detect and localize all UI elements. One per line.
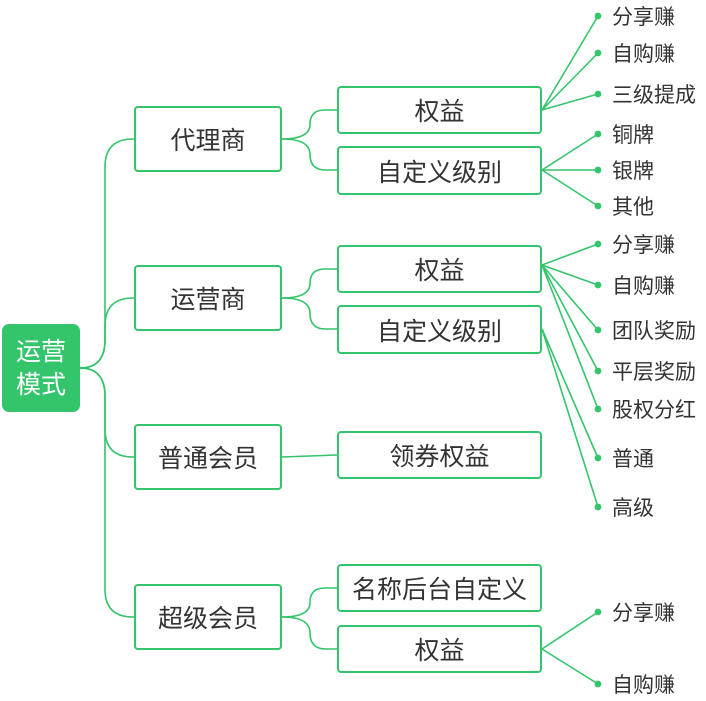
node-regular-member: 普通会员 [134, 424, 282, 490]
l1-connector-1-0 [281, 268, 337, 299]
leaf-super-share-earn: 分享赚 [612, 601, 675, 625]
leaf-dot-dl-zdy-0 [594, 130, 602, 138]
leaf-other: 其他 [612, 195, 654, 219]
leaf-dot-yy-zdy-0 [594, 454, 602, 462]
leaf-flat-reward: 平层奖励 [612, 360, 696, 384]
root-connector-1 [79, 297, 134, 369]
leaf-connector-cj-qy-0 [541, 611, 599, 650]
leaf-normal: 普通 [612, 447, 654, 471]
leaf-agent-share-earn: 分享赚 [612, 5, 675, 29]
root-connector-0 [79, 138, 134, 369]
leaf-connector-yy-qy-3 [541, 264, 599, 372]
leaf-connector-yy-qy-0 [541, 243, 599, 266]
leaf-connector-dl-qy-1 [541, 52, 599, 111]
leaf-dot-dl-qy-1 [594, 49, 602, 57]
leaf-connector-dl-qy-2 [541, 93, 599, 111]
leaf-connector-dl-zdy-0 [541, 133, 599, 171]
leaf-team-reward: 团队奖励 [612, 319, 696, 343]
leaf-bronze: 铜牌 [612, 123, 654, 147]
l1-connector-0-1 [281, 138, 337, 171]
leaf-connector-yy-qy-4 [541, 264, 599, 410]
leaf-super-self-buy-earn: 自购赚 [612, 673, 675, 697]
l1-connector-2-0 [281, 454, 338, 458]
l1-connector-1-1 [281, 297, 337, 330]
l1-connector-3-0 [281, 587, 337, 618]
leaf-connector-cj-qy-1 [541, 648, 599, 685]
l1-connector-0-0 [281, 109, 337, 140]
node-operator: 运营商 [134, 265, 282, 331]
node-super-benefits: 权益 [337, 625, 542, 673]
leaf-agent-self-buy-earn: 自购赚 [612, 42, 675, 66]
leaf-connector-yy-qy-2 [541, 264, 599, 331]
node-agent-benefits: 权益 [337, 86, 542, 134]
leaf-dot-yy-zdy-1 [594, 503, 602, 511]
leaf-connector-dl-zdy-2 [541, 169, 599, 207]
leaf-connector-yy-qy-1 [541, 264, 599, 286]
root-node-operation-mode: 运营 模式 [2, 324, 80, 412]
leaf-dot-yy-qy-1 [594, 281, 602, 289]
root-label-line2: 模式 [15, 370, 66, 399]
node-operator-custom-level: 自定义级别 [337, 305, 542, 354]
node-custom-name-backend: 名称后台自定义 [337, 564, 542, 612]
leaf-dot-dl-qy-2 [594, 90, 602, 98]
leaf-connector-yy-zdy-1 [541, 328, 599, 508]
root-connector-2 [79, 367, 134, 458]
root-connector-3 [79, 367, 134, 618]
leaf-advanced: 高级 [612, 496, 654, 520]
leaf-dot-dl-zdy-1 [594, 166, 602, 174]
root-label-line1: 运营 [15, 337, 66, 366]
node-coupon-benefits: 领券权益 [337, 431, 542, 479]
leaf-dot-dl-zdy-2 [594, 202, 602, 210]
node-agent-custom-level: 自定义级别 [337, 146, 542, 195]
node-agent: 代理商 [134, 106, 282, 172]
leaf-dot-cj-qy-1 [594, 680, 602, 688]
leaf-dot-dl-qy-0 [594, 12, 602, 20]
leaf-connector-yy-zdy-0 [541, 328, 599, 459]
node-operator-benefits: 权益 [337, 245, 542, 293]
node-super-member: 超级会员 [134, 584, 282, 650]
leaf-dot-cj-qy-0 [594, 608, 602, 616]
leaf-equity-dividend: 股权分红 [612, 398, 696, 422]
leaf-connector-dl-qy-0 [541, 15, 599, 111]
leaf-agent-three-level-commission: 三级提成 [612, 83, 696, 107]
leaf-dot-yy-qy-4 [594, 405, 602, 413]
leaf-dot-yy-qy-3 [594, 367, 602, 375]
leaf-operator-self-buy-earn: 自购赚 [612, 274, 675, 298]
leaf-dot-yy-qy-2 [594, 326, 602, 334]
leaf-silver: 银牌 [612, 159, 654, 183]
leaf-dot-yy-qy-0 [594, 240, 602, 248]
leaf-operator-share-earn: 分享赚 [612, 233, 675, 257]
l1-connector-3-1 [281, 616, 337, 650]
